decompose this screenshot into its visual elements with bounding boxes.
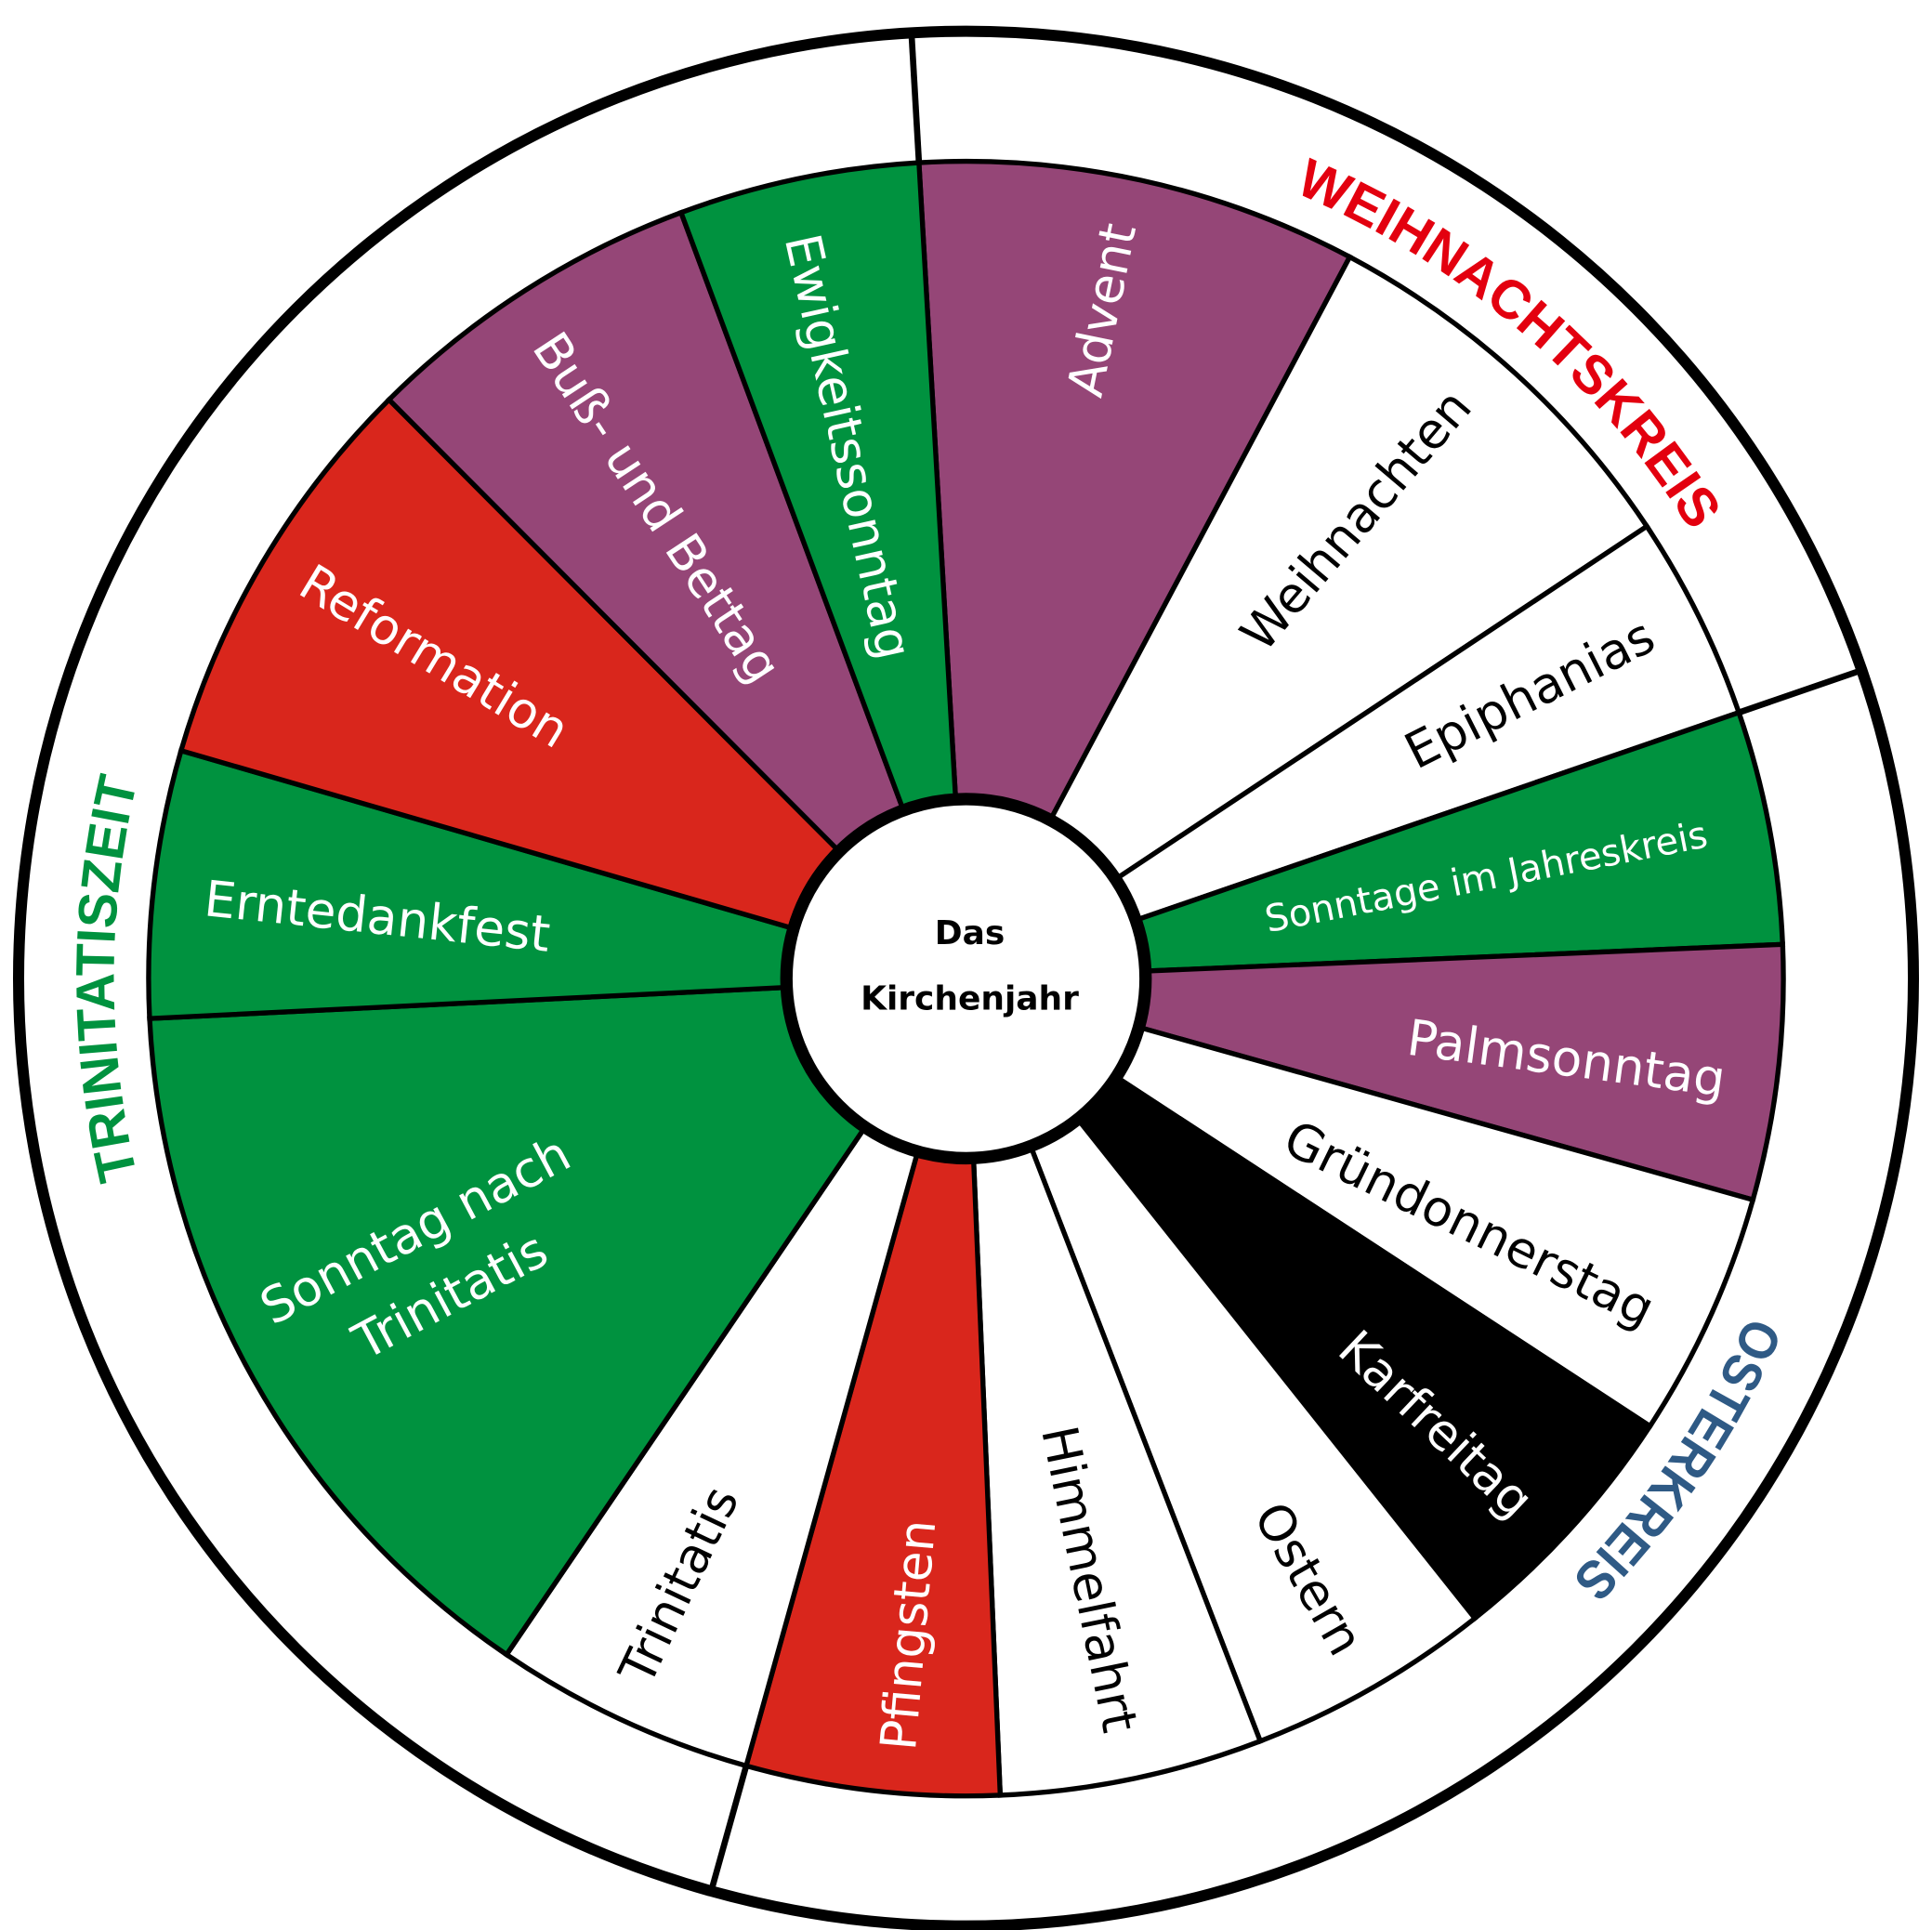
segment-palmsonntag [965, 941, 1786, 1203]
segment-sonntage-im-jahreskreis [965, 709, 1786, 981]
ring-divider [708, 1765, 750, 1893]
ring-dividers [708, 33, 1863, 1893]
segment-pfingsten [743, 978, 1004, 1799]
segment-weihnachten [964, 253, 1650, 981]
center-title-line1: Das [935, 914, 1005, 952]
center-circle [780, 793, 1152, 1165]
segment-erntedankfest [146, 747, 967, 1021]
segment-himmelfahrt [963, 978, 1264, 1798]
ring-divider [908, 33, 923, 164]
ring-divider [1738, 667, 1863, 716]
segment-trinitatis [503, 977, 969, 1769]
ring-label-text: TRINITATISZEIT [65, 769, 149, 1187]
segment-epiphanias [965, 522, 1742, 981]
segment-gruendonnerstag [965, 976, 1756, 1430]
outer-ring [13, 25, 1919, 1930]
segment-reformation [177, 396, 968, 981]
segment-advent [916, 158, 1354, 988]
segments-group [146, 158, 1786, 1799]
segment-sonntag-nach-trinitatis [147, 976, 971, 1659]
segment-buss-und-bettag [385, 209, 968, 981]
segment-ewigkeitssonntag [677, 160, 969, 980]
ring-label-trinitatiszeit: TRINITATISZEIT [65, 769, 149, 1187]
segment-ostern [964, 977, 1479, 1745]
segment-karfreitag [964, 976, 1654, 1622]
center-title-line2: Kirchenjahr [861, 979, 1079, 1018]
